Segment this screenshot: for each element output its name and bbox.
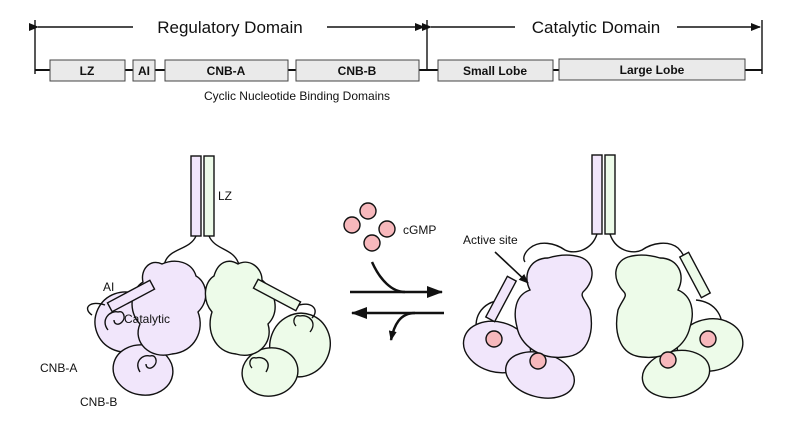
- cnb-a-pocket-a: [104, 310, 125, 331]
- ai-segment-b: [252, 278, 302, 312]
- active-site-pointer: [494, 251, 529, 284]
- catalytic-domain-b-active: [615, 254, 693, 359]
- cgmp-label: cGMP: [403, 223, 436, 237]
- catalytic-domain-a-active: [514, 254, 593, 359]
- cgmp-binding-curve: [370, 261, 406, 294]
- catalytic-label: Catalytic: [124, 312, 170, 326]
- linker-ai-cnb-a: [87, 302, 106, 316]
- cnb-b-pocket-b: [249, 356, 269, 373]
- active-site-label: Active site: [463, 233, 518, 247]
- cgmp-molecule: [359, 202, 377, 220]
- regulatory-domain-label: Regulatory Domain: [157, 18, 303, 37]
- lz-helix-a: [190, 155, 202, 237]
- cnb-b-domain-b: [241, 347, 299, 397]
- bound-cgmp: [529, 352, 547, 370]
- segment-ai: AI: [132, 59, 156, 82]
- svg-text:CNB-A: CNB-A: [207, 64, 246, 78]
- segment-cnb-a: CNB-A: [164, 59, 289, 82]
- cgmp-release-curve: [388, 311, 416, 341]
- cnb-a-pocket-b: [293, 314, 314, 333]
- cnb-caption: Cyclic Nucleotide Binding Domains: [204, 89, 390, 103]
- ai-segment-b-active: [678, 251, 712, 299]
- inactive-dimer: LZ AI Catalytic CNB-A CNB-B: [40, 155, 331, 409]
- cgmp-molecule: [343, 216, 361, 234]
- cgmp-molecule: [378, 220, 396, 238]
- lz-label: LZ: [218, 189, 232, 203]
- linker-a-active: [523, 233, 598, 263]
- segment-cnb-b: CNB-B: [295, 59, 420, 82]
- ai-segment-a: [106, 279, 156, 313]
- segment-large-lobe: Large Lobe: [558, 58, 746, 81]
- cgmp-molecule: [363, 234, 381, 252]
- reaction: cGMP: [343, 202, 444, 341]
- lz-helix-b-active: [604, 154, 616, 235]
- bound-cgmp: [659, 351, 677, 369]
- cnb-a-label: CNB-A: [40, 361, 77, 375]
- svg-text:CNB-B: CNB-B: [338, 64, 377, 78]
- segment-small-lobe: Small Lobe: [437, 59, 554, 82]
- catalytic-domain-b: [204, 260, 276, 356]
- svg-text:Large Lobe: Large Lobe: [620, 63, 685, 77]
- svg-text:LZ: LZ: [80, 64, 95, 78]
- linker-ai-cnb-b: [295, 303, 316, 319]
- domain-bar: Regulatory Domain Catalytic Domain LZ AI…: [29, 18, 763, 103]
- ai-label: AI: [103, 280, 114, 294]
- bound-cgmp: [485, 330, 503, 348]
- cnb-b-pocket-a: [137, 354, 157, 373]
- svg-text:Small Lobe: Small Lobe: [463, 64, 527, 78]
- bound-cgmp: [699, 330, 717, 348]
- cnb-b-label: CNB-B: [80, 395, 117, 409]
- segment-lz: LZ: [49, 59, 126, 82]
- lz-helix-a-active: [591, 154, 603, 235]
- lz-helix-b: [203, 155, 215, 237]
- svg-text:AI: AI: [138, 64, 150, 78]
- active-dimer: Active site: [462, 154, 744, 399]
- catalytic-domain-a: [131, 260, 207, 356]
- catalytic-domain-label: Catalytic Domain: [532, 18, 661, 37]
- ai-segment-a-active: [484, 275, 518, 323]
